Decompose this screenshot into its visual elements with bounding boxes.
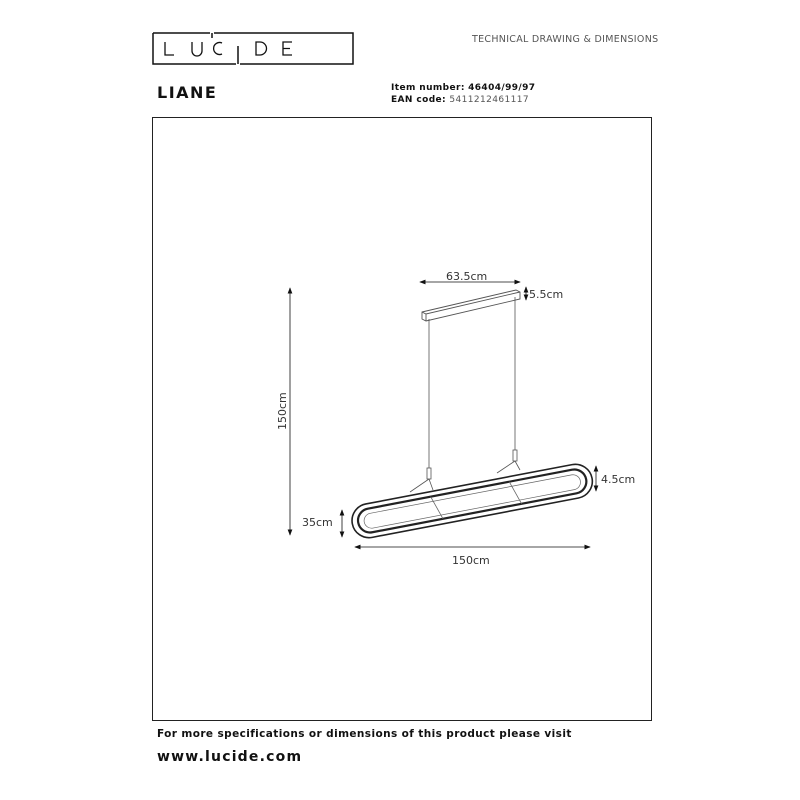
canopy [421, 289, 521, 322]
document-subtitle: TECHNICAL DRAWING & DIMENSIONS [472, 34, 659, 45]
item-number-value: 46404/99/97 [468, 83, 536, 93]
canopy-height-label: 5.5cm [529, 288, 563, 301]
ring-depth-label: 35cm [302, 516, 333, 529]
ring-height-label: 4.5cm [601, 473, 635, 486]
lucide-logo [152, 32, 354, 65]
suspension-cables [409, 297, 521, 493]
ring-length-label: 150cm [452, 554, 490, 567]
ean-label: EAN code: [391, 95, 447, 105]
dimension-lines [287, 279, 599, 550]
item-number-label: Item number: [391, 83, 465, 93]
product-name: LIANE [157, 83, 218, 102]
ring-luminaire [351, 463, 594, 539]
ean-value: 5411212461117 [449, 95, 529, 105]
drawing-frame [152, 117, 652, 721]
canopy-width-label: 63.5cm [446, 270, 487, 283]
total-height-label: 150cm [276, 392, 289, 430]
website-link[interactable]: www.lucide.com [157, 749, 303, 765]
footer-info: For more specifications or dimensions of… [157, 728, 572, 740]
product-info: Item number: 46404/99/97 EAN code: 54112… [391, 82, 535, 106]
